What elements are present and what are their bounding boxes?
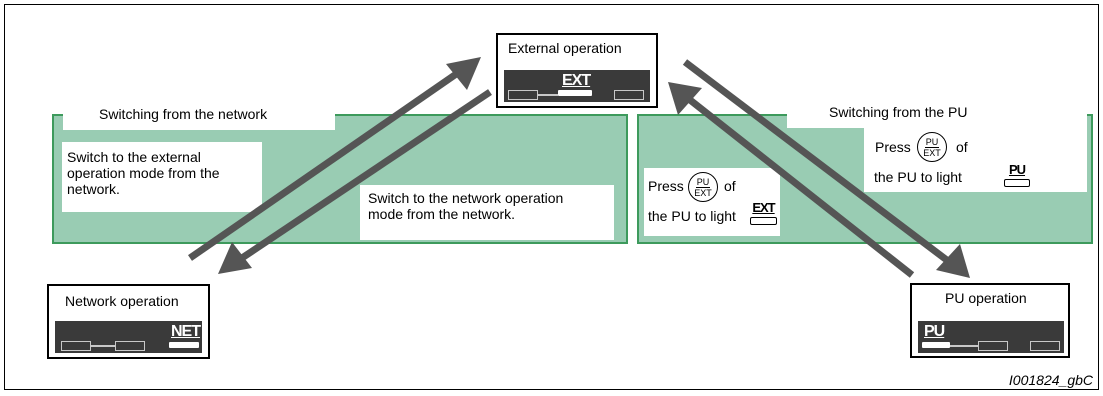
key-top-label: PU [695, 176, 711, 188]
net-display-label: NET [171, 323, 201, 340]
arrowhead [936, 244, 970, 278]
ext-display-label: EXT [562, 72, 591, 89]
pu-to-external-note: Press PU EXT of the PU to light EXT [644, 168, 780, 236]
arrow-network-to-external [188, 67, 464, 261]
pu-section-header: Switching from the PU [787, 98, 1087, 128]
ext-display-panel: EXT [504, 70, 650, 102]
press-label: Press [648, 178, 684, 194]
pu-operation-title: PU operation [945, 290, 1027, 306]
pu-ext-key-icon: PU EXT [917, 132, 947, 162]
led-indicator [978, 341, 1008, 351]
pu-led-text: PU [1008, 162, 1026, 177]
pu-section-header-text: Switching from the PU [829, 104, 968, 120]
network-operation-box: Network operation NET [47, 284, 210, 359]
pu-ext-key-icon: PU EXT [688, 172, 718, 202]
pu-lit-indicator [922, 342, 950, 348]
of-label: of [956, 139, 968, 155]
led-indicator [1030, 341, 1060, 351]
ext-lit-indicator [558, 90, 592, 96]
net-lit-indicator [169, 342, 199, 348]
led-indicator [508, 90, 538, 100]
ext-led-text: EXT [752, 200, 775, 215]
arrow-external-to-network [234, 89, 492, 265]
external-operation-title: External operation [508, 40, 622, 56]
network-to-external-text: Switch to the external operation mode fr… [67, 149, 220, 197]
diagram-frame [4, 4, 1099, 390]
figure-caption: I001824_gbC [1008, 372, 1093, 388]
pu-display-label: PU [924, 323, 945, 340]
pu-display-panel: PU [918, 321, 1064, 353]
key-bottom-label: EXT [694, 187, 712, 198]
arrowhead [218, 242, 252, 274]
ext-led-icon: EXT [750, 200, 777, 225]
arrow-pu-to-external [682, 93, 915, 278]
network-to-network-note: Switch to the network operation mode fro… [360, 185, 614, 240]
of-label: of [724, 178, 736, 194]
net-display-panel: NET [55, 321, 202, 353]
pu-operation-box: PU operation PU [910, 283, 1070, 358]
light-label: the PU to light [648, 208, 736, 224]
key-bottom-label: EXT [923, 147, 941, 158]
press-label: Press [875, 139, 911, 155]
external-operation-box: External operation EXT [496, 33, 658, 108]
led-indicator [61, 341, 91, 351]
network-to-network-text: Switch to the network operation mode fro… [368, 190, 564, 222]
led-indicator [614, 90, 644, 100]
light-label: the PU to light [874, 169, 962, 185]
pu-to-pu-note: Press PU EXT of the PU to light PU [864, 128, 1087, 192]
arrow-external-to-pu [682, 59, 955, 267]
arrowhead [446, 57, 481, 90]
key-top-label: PU [924, 136, 940, 148]
pu-led-icon: PU [1004, 162, 1030, 187]
network-section-header: Switching from the network [63, 98, 335, 130]
network-to-external-note: Switch to the external operation mode fr… [62, 142, 262, 212]
arrowhead [668, 82, 702, 115]
led-indicator [115, 341, 145, 351]
network-operation-title: Network operation [65, 293, 179, 309]
network-section-header-text: Switching from the network [99, 106, 268, 122]
